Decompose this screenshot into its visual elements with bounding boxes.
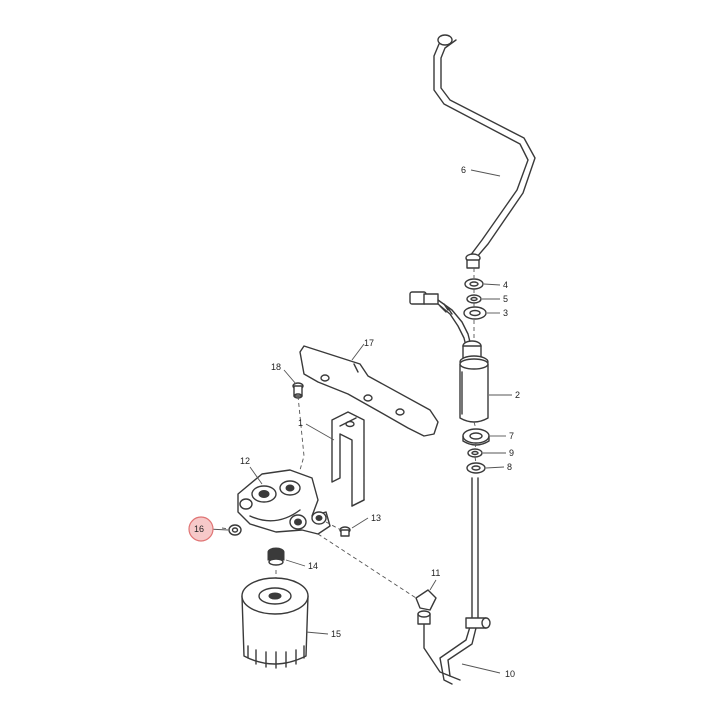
screw-13: [339, 526, 351, 537]
fitting-stack-lower: [462, 428, 490, 474]
mounting-bracket: [299, 345, 439, 437]
callout-2: 2: [515, 390, 520, 400]
callout-9: 9: [509, 448, 514, 458]
highlight-marker: [188, 516, 214, 542]
callout-18: 18: [271, 362, 281, 372]
fuel-line-lower: [417, 477, 491, 685]
callout-11: 11: [431, 568, 440, 578]
callout-1: 1: [298, 418, 303, 428]
leader-lines: [207, 169, 512, 674]
filter-head: [237, 469, 331, 535]
callout-14: 14: [308, 561, 318, 571]
callout-5: 5: [503, 294, 508, 304]
callout-labels: 6 4 5 3 17 18 2 1 7 9 8 12 13 16 14 11 1…: [188, 165, 520, 679]
plug-16: [228, 524, 242, 536]
callout-4: 4: [503, 280, 508, 290]
callout-16: 16: [194, 524, 204, 534]
wire-harness-connector: [409, 291, 471, 347]
callout-13: 13: [371, 513, 381, 523]
callout-6: 6: [461, 165, 466, 175]
callout-12: 12: [240, 456, 250, 466]
assembly-lines: [221, 268, 477, 599]
callout-8: 8: [507, 462, 512, 472]
callout-3: 3: [503, 308, 508, 318]
filter-bracket: [331, 411, 365, 507]
callout-10: 10: [505, 669, 515, 679]
fitting-11: [415, 589, 437, 611]
bolt-18: [292, 382, 304, 399]
filter-cartridge: [241, 577, 309, 669]
callout-15: 15: [331, 629, 341, 639]
callout-17: 17: [364, 338, 374, 348]
fuel-pump: [459, 340, 489, 423]
fuel-line-upper: [433, 34, 536, 269]
callout-7: 7: [509, 431, 514, 441]
adapter-14: [267, 547, 285, 566]
